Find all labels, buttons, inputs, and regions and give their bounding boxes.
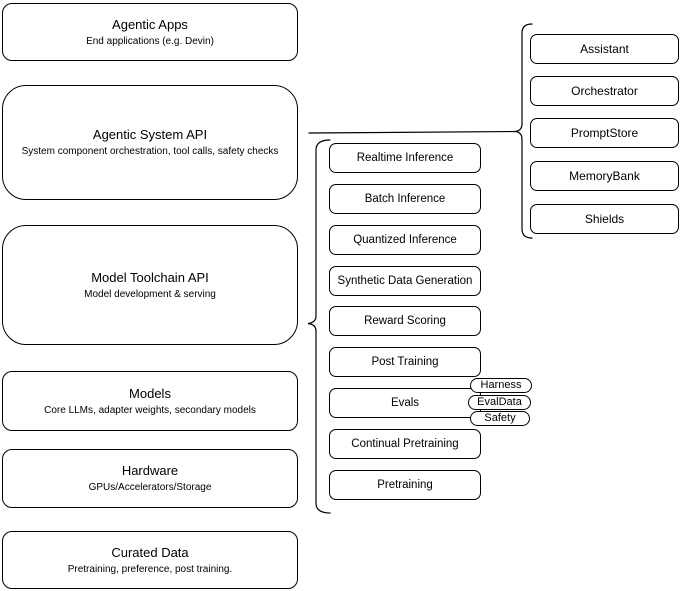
eval-tag-harness: Harness	[470, 378, 532, 393]
box-agentic-apps: Agentic Apps End applications (e.g. Devi…	[2, 3, 298, 61]
eval-tag-safety: Safety	[470, 411, 530, 426]
toolchain-item-label: Reward Scoring	[364, 315, 446, 327]
component-shields: Shields	[530, 204, 679, 234]
box-title: Model Toolchain API	[91, 269, 209, 285]
toolchain-item-pretraining: Pretraining	[329, 470, 481, 500]
toolchain-item-label: Realtime Inference	[356, 152, 454, 164]
box-title: Models	[129, 385, 171, 401]
box-title: Hardware	[121, 463, 179, 478]
box-hardware: Hardware GPUs/Accelerators/Storage	[2, 449, 298, 508]
toolchain-item-quantized-inference: Quantized Inference	[329, 225, 481, 255]
toolchain-item-evals: Evals	[329, 388, 481, 418]
component-orchestrator: Orchestrator	[530, 76, 679, 106]
box-model-toolchain-api: Model Toolchain API Model development & …	[2, 225, 298, 345]
component-memorybank: MemoryBank	[530, 161, 679, 191]
toolchain-item-label: Synthetic Data Generation	[337, 275, 473, 287]
system-api-connector-line	[308, 130, 517, 134]
box-curated-data: Curated Data Pretraining, preference, po…	[2, 531, 298, 589]
toolchain-item-synthetic-data-generation: Synthetic Data Generation	[329, 266, 481, 296]
component-assistant: Assistant	[530, 34, 679, 64]
component-label: Assistant	[580, 42, 629, 56]
toolchain-item-label: Pretraining	[377, 479, 433, 491]
box-subtitle: Core LLMs, adapter weights, secondary mo…	[44, 404, 256, 416]
component-label: MemoryBank	[569, 169, 640, 183]
eval-tag-label: Harness	[480, 379, 522, 391]
toolchain-item-realtime-inference: Realtime Inference	[329, 143, 481, 173]
box-subtitle: Pretraining, preference, post training.	[67, 563, 233, 575]
eval-tag-evaldata: EvalData	[468, 395, 531, 410]
toolchain-item-continual-pretraining: Continual Pretraining	[329, 429, 481, 459]
box-models: Models Core LLMs, adapter weights, secon…	[2, 371, 298, 431]
box-title: Agentic Apps	[112, 16, 188, 32]
box-agentic-system-api: Agentic System API System component orch…	[2, 85, 298, 200]
box-title: Curated Data	[111, 544, 189, 560]
toolchain-item-batch-inference: Batch Inference	[329, 184, 481, 214]
component-label: Orchestrator	[571, 84, 638, 98]
box-subtitle: System component orchestration, tool cal…	[21, 146, 279, 157]
eval-tag-label: EvalData	[477, 396, 522, 408]
toolchain-item-label: Batch Inference	[364, 193, 446, 205]
toolchain-item-post-training: Post Training	[329, 347, 481, 377]
toolchain-item-label: Post Training	[371, 356, 439, 368]
component-label: Shields	[584, 212, 625, 226]
box-subtitle: End applications (e.g. Devin)	[86, 35, 214, 47]
component-promptstore: PromptStore	[530, 118, 679, 148]
box-title: Agentic System API	[92, 127, 208, 142]
toolchain-item-label: Continual Pretraining	[351, 438, 459, 450]
toolchain-brace	[307, 139, 331, 514]
toolchain-item-label: Evals	[390, 397, 420, 409]
toolchain-item-label: Quantized Inference	[353, 234, 457, 246]
component-label: PromptStore	[570, 126, 639, 140]
toolchain-item-reward-scoring: Reward Scoring	[329, 306, 481, 336]
eval-tag-label: Safety	[484, 412, 516, 424]
box-subtitle: Model development & serving	[84, 288, 216, 300]
box-subtitle: GPUs/Accelerators/Storage	[88, 482, 212, 493]
